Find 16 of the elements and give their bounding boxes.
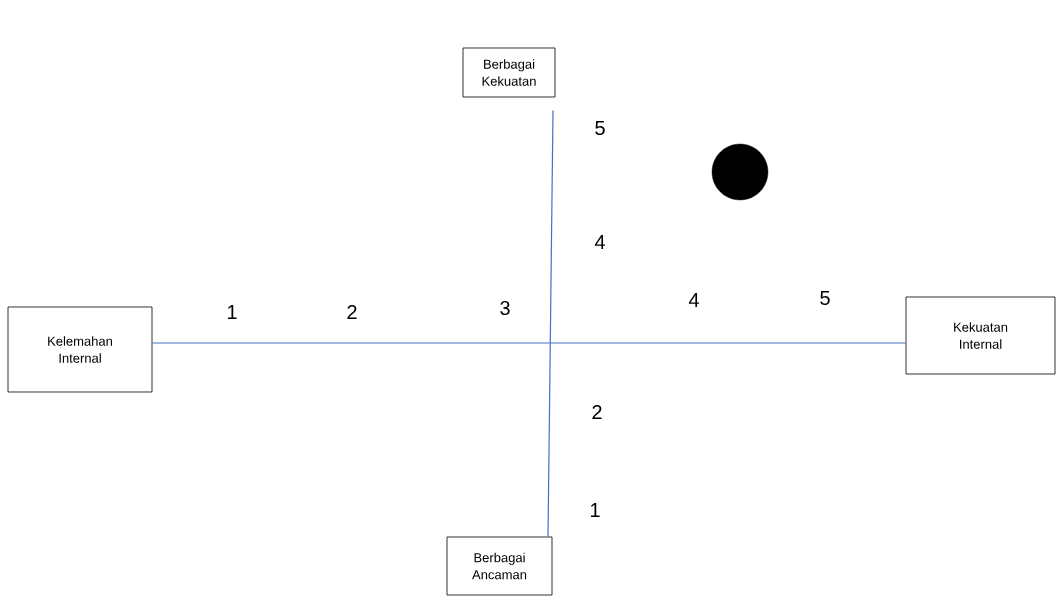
axis-number: 1 — [227, 305, 237, 319]
axis-number: 1 — [590, 503, 600, 517]
axis-number: 4 — [688, 293, 699, 307]
text-box: Berbagai Ancaman — [446, 536, 553, 596]
line — [547, 109, 554, 538]
dot — [711, 143, 769, 201]
axis-number: 5 — [595, 121, 605, 135]
axis-number: 3 — [500, 300, 510, 316]
text-box: Kelemahan Internal — [7, 306, 153, 393]
text-box: Kekuatan Internal — [905, 296, 1056, 375]
line — [151, 342, 907, 344]
axis-number: 2 — [592, 405, 602, 419]
axis-number: 5 — [820, 291, 830, 305]
text-box: Berbagai Kekuatan — [462, 47, 556, 98]
axis-number: 2 — [347, 305, 357, 319]
axis-number: 4 — [594, 235, 605, 249]
